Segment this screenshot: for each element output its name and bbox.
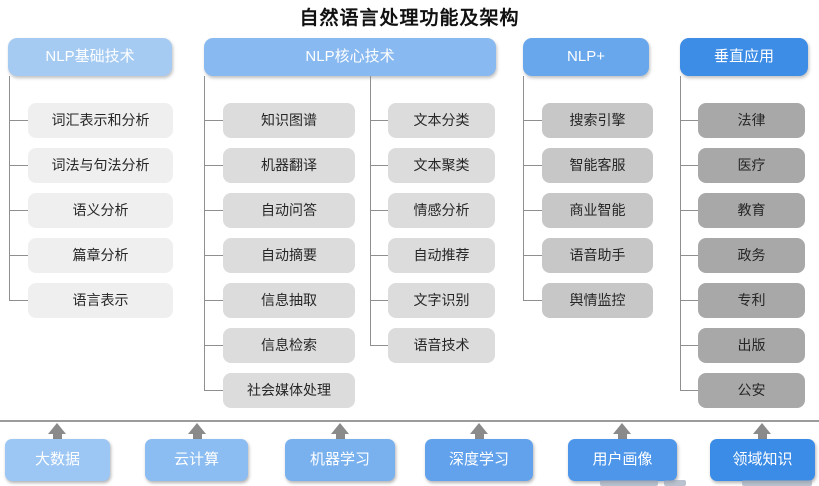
connector-line (523, 210, 542, 211)
column-header-nlp-basics: NLP基础技术 (8, 38, 172, 76)
up-arrow-icon (331, 423, 349, 439)
tree-item: 商业智能 (542, 193, 653, 228)
tree-item: 情感分析 (388, 193, 495, 228)
connector-line (370, 165, 388, 166)
column-header-nlp-plus: NLP+ (523, 38, 649, 76)
connector-line (370, 345, 388, 346)
connector-line (680, 165, 698, 166)
tree-item: 语音技术 (388, 328, 495, 363)
watermark-fragment (742, 480, 812, 486)
connector-line (370, 76, 371, 346)
connector-line (370, 120, 388, 121)
connector-line (9, 120, 28, 121)
connector-line (204, 255, 223, 256)
connector-line (680, 210, 698, 211)
tree-item: 词法与句法分析 (28, 148, 173, 183)
tree-item: 智能客服 (542, 148, 653, 183)
connector-line (680, 255, 698, 256)
connector-line (204, 120, 223, 121)
connector-line (204, 210, 223, 211)
foundation-item: 领域知识 (710, 439, 815, 481)
tree-item: 语言表示 (28, 283, 173, 318)
tree-item: 社会媒体处理 (223, 373, 355, 408)
column-header-nlp-core: NLP核心技术 (204, 38, 496, 76)
up-arrow-icon (613, 423, 631, 439)
connector-line (370, 255, 388, 256)
connector-line (9, 165, 28, 166)
tree-item: 信息抽取 (223, 283, 355, 318)
tree-item: 文本分类 (388, 103, 495, 138)
tree-item: 语义分析 (28, 193, 173, 228)
connector-line (204, 345, 223, 346)
tree-item: 自动推荐 (388, 238, 495, 273)
connector-line (204, 300, 223, 301)
tree-item: 文本聚类 (388, 148, 495, 183)
tree-item: 语音助手 (542, 238, 653, 273)
up-arrow-icon (188, 423, 206, 439)
tree-item: 教育 (698, 193, 805, 228)
connector-line (370, 300, 388, 301)
tree-item: 词汇表示和分析 (28, 103, 173, 138)
tree-item: 出版 (698, 328, 805, 363)
connector-line (523, 76, 524, 301)
column-header-vertical-apps: 垂直应用 (680, 38, 808, 76)
foundation-item: 深度学习 (425, 439, 533, 481)
up-arrow-icon (470, 423, 488, 439)
foundation-item: 大数据 (5, 439, 110, 481)
foundation-item: 用户画像 (568, 439, 677, 481)
tree-item: 舆情监控 (542, 283, 653, 318)
connector-line (680, 120, 698, 121)
foundation-item: 云计算 (145, 439, 248, 481)
connector-line (680, 76, 681, 391)
separator-line (0, 420, 819, 422)
tree-item: 医疗 (698, 148, 805, 183)
connector-line (523, 300, 542, 301)
tree-item: 专利 (698, 283, 805, 318)
watermark-fragment (664, 480, 686, 486)
connector-line (523, 165, 542, 166)
connector-line (523, 120, 542, 121)
connector-line (680, 390, 698, 391)
tree-item: 文字识别 (388, 283, 495, 318)
up-arrow-icon (753, 423, 771, 439)
connector-line (9, 255, 28, 256)
connector-line (204, 165, 223, 166)
tree-item: 知识图谱 (223, 103, 355, 138)
connector-line (9, 76, 10, 301)
connector-line (204, 390, 223, 391)
watermark-fragment (600, 480, 658, 486)
diagram-title: 自然语言处理功能及架构 (299, 8, 520, 29)
connector-line (370, 210, 388, 211)
tree-item: 政务 (698, 238, 805, 273)
connector-line (680, 300, 698, 301)
tree-item: 法律 (698, 103, 805, 138)
connector-line (680, 345, 698, 346)
tree-item: 机器翻译 (223, 148, 355, 183)
connector-line (523, 255, 542, 256)
tree-item: 公安 (698, 373, 805, 408)
tree-item: 信息检索 (223, 328, 355, 363)
tree-item: 搜索引擎 (542, 103, 653, 138)
tree-item: 篇章分析 (28, 238, 173, 273)
connector-line (204, 76, 205, 391)
foundation-item: 机器学习 (285, 439, 395, 481)
connector-line (9, 300, 28, 301)
up-arrow-icon (48, 423, 66, 439)
tree-item: 自动问答 (223, 193, 355, 228)
connector-line (9, 210, 28, 211)
tree-item: 自动摘要 (223, 238, 355, 273)
